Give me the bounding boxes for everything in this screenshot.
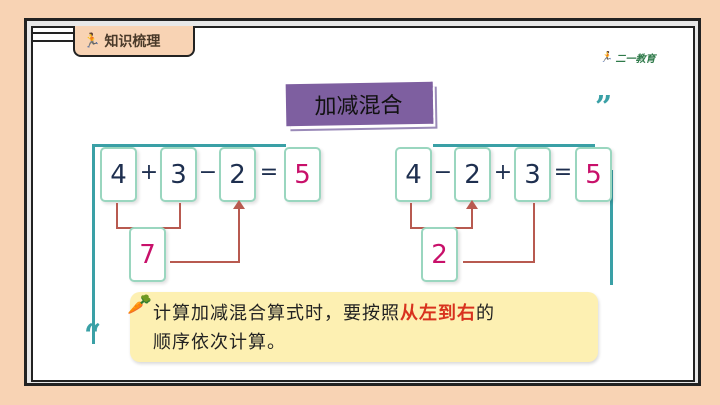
- arrow-line: [238, 208, 240, 263]
- brand-logo: 🏃 二一教育: [600, 50, 655, 65]
- number-card: 3: [160, 147, 197, 202]
- answer-card: 5: [575, 147, 612, 202]
- bracket-line: [463, 261, 535, 263]
- arrow-up-icon: [466, 200, 478, 209]
- frame-line: [610, 170, 613, 285]
- arrow-line: [170, 261, 240, 263]
- intermediate-card: 7: [129, 227, 166, 282]
- bracket-line: [179, 203, 181, 229]
- operator: −: [198, 160, 218, 185]
- number-card: 4: [395, 147, 432, 202]
- open-quote-icon: “: [84, 318, 102, 353]
- operator: =: [259, 160, 279, 185]
- intermediate-card: 2: [421, 227, 458, 282]
- section-tab-label: 知识梳理: [104, 33, 161, 50]
- number-card: 2: [219, 147, 256, 202]
- bracket-line: [533, 203, 535, 263]
- answer-card: 5: [284, 147, 321, 202]
- operator: +: [139, 160, 159, 185]
- bracket-line: [116, 203, 118, 229]
- tip-text: 的: [476, 303, 495, 324]
- runner-icon: 🏃: [600, 52, 613, 63]
- tip-box: 计算加减混合算式时，要按照从左到右的 顺序依次计算。: [130, 292, 598, 362]
- tip-highlight: 从左到右: [400, 303, 476, 324]
- operator: +: [493, 160, 513, 185]
- lesson-title: 加减混合: [285, 81, 434, 127]
- frame-line: [92, 144, 286, 147]
- carrot-icon: 🥕: [127, 292, 152, 316]
- operator: =: [553, 160, 573, 185]
- tip-text: 计算加减混合算式时，要按照: [153, 303, 400, 324]
- number-card: 3: [514, 147, 551, 202]
- arrow-line: [471, 208, 473, 229]
- close-quote-icon: ”: [595, 90, 613, 125]
- frame-line: [433, 144, 595, 147]
- section-tab: 🏃 知识梳理: [73, 26, 195, 57]
- frame-line: [92, 144, 95, 344]
- decor-line: [31, 40, 76, 42]
- bracket-line: [410, 203, 412, 229]
- runner-icon: 🏃: [83, 32, 101, 49]
- decor-line: [31, 32, 76, 34]
- number-card: 2: [454, 147, 491, 202]
- number-card: 4: [100, 147, 137, 202]
- tip-line-1: 计算加减混合算式时，要按照从左到右的: [153, 299, 598, 328]
- brand-logo-text: 二一教育: [615, 54, 656, 65]
- tip-line-2: 顺序依次计算。: [153, 332, 286, 353]
- arrow-up-icon: [233, 200, 245, 209]
- operator: −: [433, 160, 453, 185]
